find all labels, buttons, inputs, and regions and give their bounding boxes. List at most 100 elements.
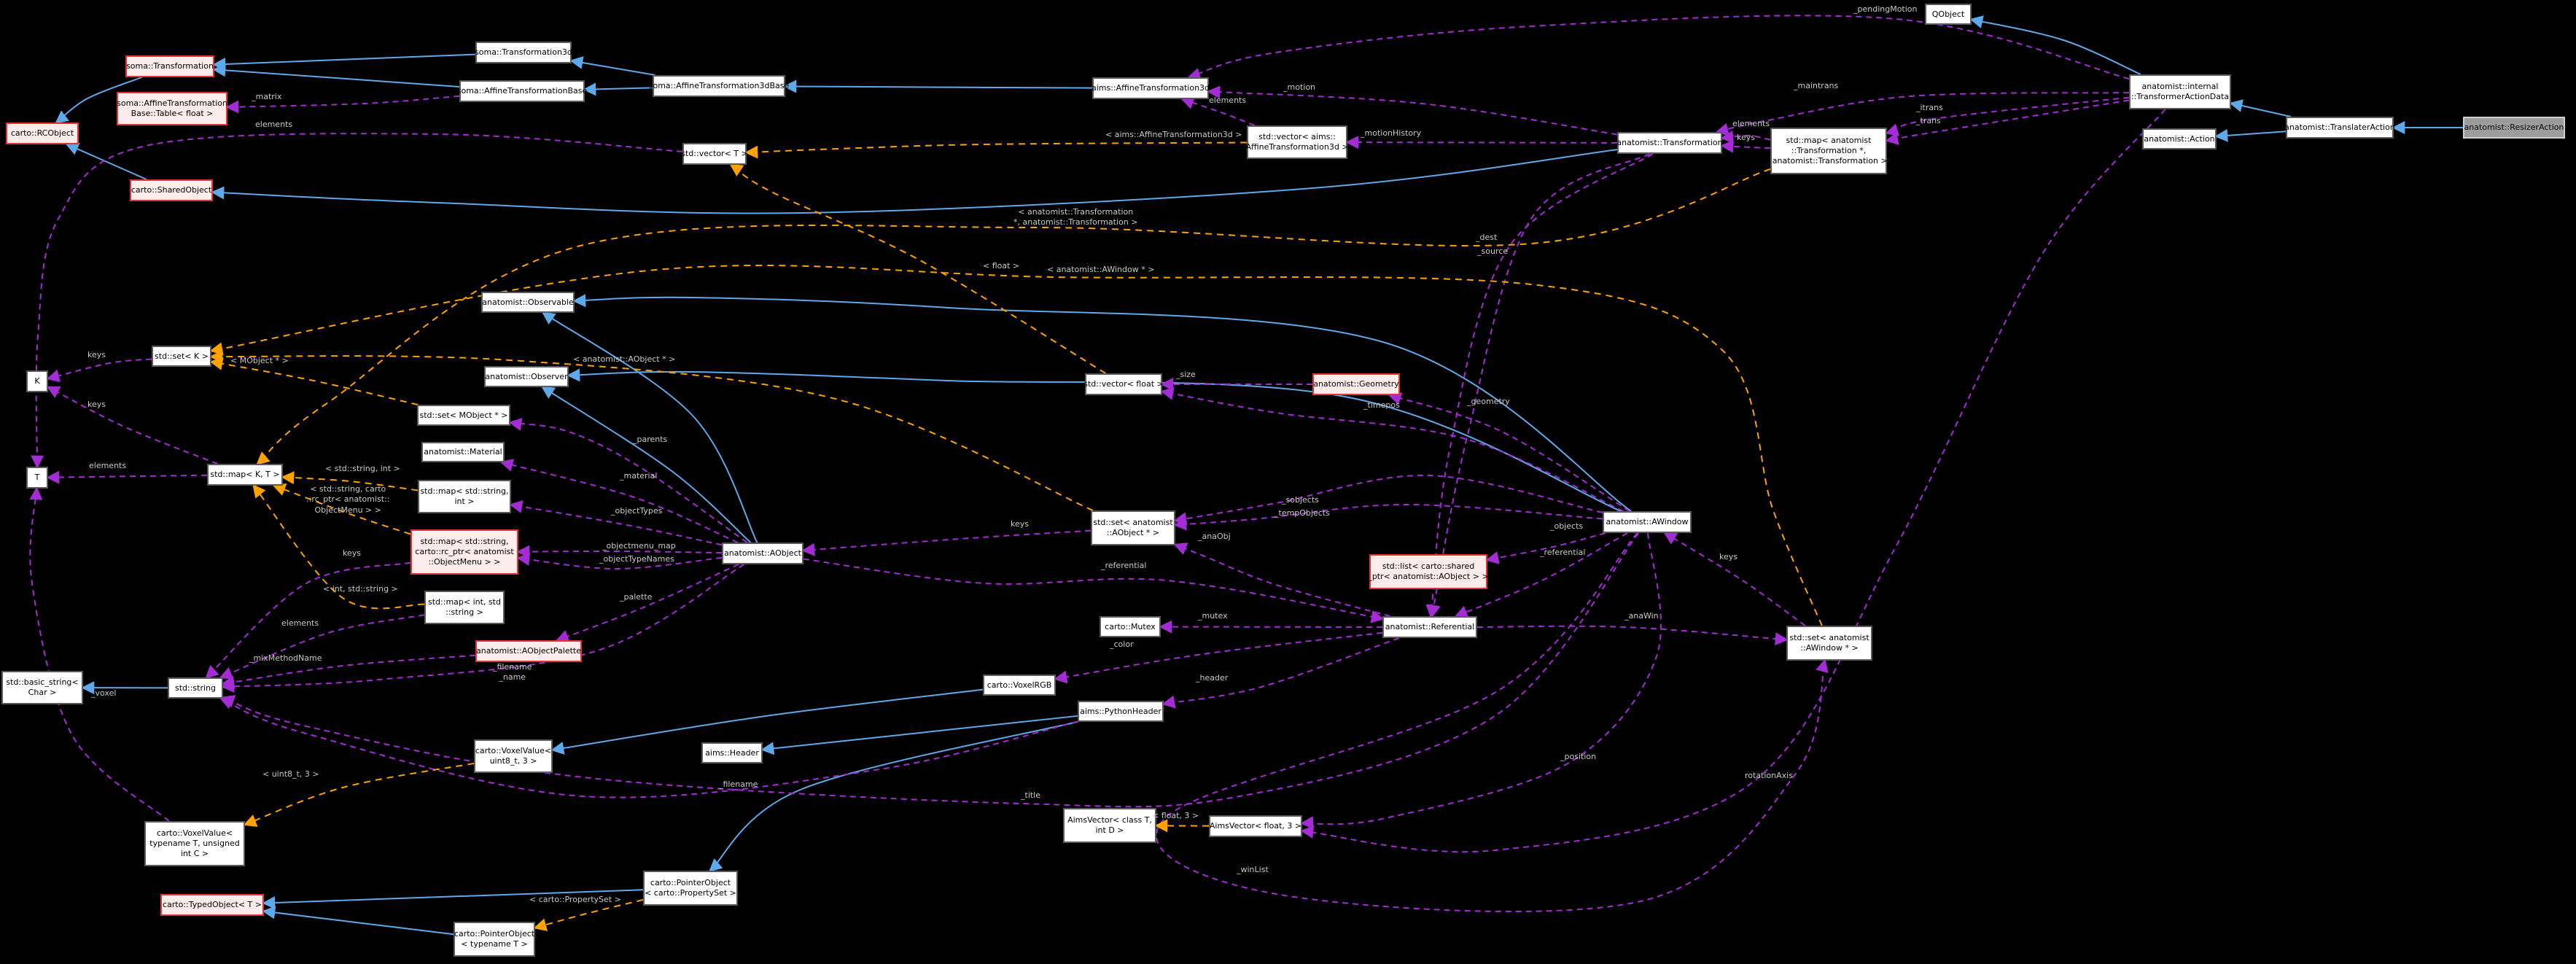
edge-aw-geo [1388, 392, 1630, 512]
edge-ph-str [219, 696, 1078, 798]
edge-label-tad-tra: _maintrans [1794, 81, 1839, 90]
edge-sk-k [46, 358, 152, 383]
edge-label-aw-ref: _referential [1540, 548, 1586, 557]
class-node-mat[interactable]: anatomist::Material [421, 442, 505, 462]
class-node-aims3d[interactable]: aims::AffineTransformation3d [1091, 77, 1210, 99]
class-node-label: anatomist::AObjectPalette [476, 646, 581, 656]
class-node-sho[interactable]: carto::SharedObject [130, 179, 213, 201]
class-node-geo[interactable]: anatomist::Geometry [1312, 373, 1400, 395]
class-node-tla[interactable]: anatomist::TranslaterAction [2284, 117, 2395, 139]
class-node-vvt[interactable]: carto::VoxelValue< typename T, unsigned … [144, 821, 245, 866]
class-node-qo[interactable]: QObject [1925, 4, 1972, 25]
edge-aw-av3 [1300, 532, 1662, 830]
class-node-t[interactable]: T [26, 467, 48, 489]
class-node-tra[interactable]: anatomist::Transformation [1616, 132, 1723, 154]
class-node-av3[interactable]: AimsVector< float, 3 > [1209, 815, 1302, 837]
class-node-sk[interactable]: std::set< K > [152, 346, 211, 367]
edge-pal-str [221, 654, 476, 689]
class-node-msm[interactable]: std::map< std::string, carto::rc_ptr< an… [410, 529, 518, 575]
edge-label-ao-msm: _objectTypeNames [599, 554, 674, 564]
class-node-label: soma::AffineTransformationBase [456, 86, 588, 96]
class-node-sao[interactable]: std::set< anatomist ::AObject * > [1091, 510, 1175, 545]
edge-label-atb-tbl: _matrix [252, 92, 282, 101]
edge-label-msm-mkt: < std::string, carto ::rc_ptr< anatomist… [306, 484, 390, 515]
class-node-rc[interactable]: carto::RCObject [6, 123, 79, 144]
class-node-avd[interactable]: AimsVector< class T, int D > [1063, 808, 1156, 843]
class-node-label: std::map< K, T > [210, 470, 280, 480]
class-node-ao[interactable]: anatomist::AObject [722, 543, 803, 564]
class-node-rgb[interactable]: carto::VoxelRGB [983, 675, 1056, 696]
class-node-msi[interactable]: std::map< std::string, int > [418, 480, 511, 513]
class-node-act[interactable]: anatomist::Action [2142, 128, 2217, 149]
class-node-rza[interactable]: anatomist::ResizerAction [2463, 117, 2565, 139]
edge-label-ao-mat: _material [620, 471, 658, 481]
edge-label-mtr-mkt: < anatomist::Transformation *, anatomist… [1013, 207, 1138, 228]
class-node-label: aims::AffineTransformation3d [1091, 83, 1210, 93]
class-node-obsr[interactable]: anatomist::Observer [484, 366, 569, 387]
class-node-label: anatomist::Referential [1385, 622, 1475, 632]
class-node-lst[interactable]: std::list< carto::shared _ptr< anatomist… [1368, 554, 1489, 589]
edge-label-aw-str: _title [1021, 790, 1041, 800]
edge-label-aw-av3: _position [1560, 752, 1597, 761]
class-node-ph[interactable]: aims::PythonHeader [1078, 701, 1164, 722]
edge-mkt-t [46, 470, 208, 484]
class-node-aw[interactable]: anatomist::AWindow [1603, 511, 1692, 533]
class-node-mis[interactable]: std::map< int, std ::string > [424, 591, 505, 624]
edge-aw-obs [572, 294, 1632, 512]
class-node-mtr[interactable]: std::map< anatomist ::Transformation *, … [1770, 128, 1888, 174]
class-node-vt[interactable]: std::vector< T > [681, 143, 748, 165]
edge-label-msi-mkt: < std::string, int > [325, 464, 400, 473]
edge-label-tad-mtr: _trans [1916, 116, 1941, 125]
edge-label-aw-lst: _objects [1550, 521, 1584, 531]
class-node-obs[interactable]: anatomist::Observable [481, 292, 575, 313]
class-node-mux[interactable]: carto::Mutex [1100, 616, 1161, 637]
class-node-label: aims::Header [705, 747, 759, 758]
edge-mkt-k [46, 386, 218, 464]
class-node-pal[interactable]: anatomist::AObjectPalette [475, 640, 582, 662]
edge-msm-mkt [272, 483, 411, 535]
class-node-atb[interactable]: soma::AffineTransformationBase [456, 80, 588, 102]
edge-ao-msm [516, 552, 723, 570]
class-node-label: std::set< K > [155, 351, 209, 361]
class-node-bstr[interactable]: std::basic_string< Char > [1, 671, 83, 704]
edge-atb-st [212, 63, 460, 88]
class-node-a3db[interactable]: soma::AffineTransformation3dBase [649, 75, 789, 97]
class-node-mkt[interactable]: std::map< K, T > [207, 464, 283, 486]
class-node-t3d[interactable]: soma::Transformation3d [475, 42, 572, 63]
edge-ao-msi [509, 500, 723, 546]
class-node-vv8[interactable]: carto::VoxelValue< uint8_t, 3 > [474, 739, 553, 773]
edge-label-va-vt: < aims::AffineTransformation3d > [1105, 130, 1242, 139]
class-node-label: carto::VoxelValue< typename T, unsigned … [149, 828, 240, 858]
edge-vv8-vvt [243, 762, 475, 827]
edge-tra-ref [1425, 153, 1654, 618]
class-node-label: anatomist::Observer [485, 371, 568, 381]
edge-label-mtr-tra: elements [1732, 119, 1770, 128]
class-node-label: aims::PythonHeader [1080, 706, 1161, 716]
class-node-pt[interactable]: carto::PointerObject < typename T > [454, 922, 535, 957]
class-node-label: AimsVector< float, 3 > [1209, 821, 1302, 831]
edge-label-vt-t: elements [255, 120, 293, 129]
edge-label-ref-saw: _anaWin [1624, 611, 1659, 621]
class-node-tad[interactable]: anatomist::internal ::TransformerActionD… [2129, 74, 2231, 109]
class-node-str[interactable]: std::string [168, 677, 223, 699]
class-node-to[interactable]: carto::TypedObject< T > [160, 894, 264, 916]
class-node-label: carto::VoxelValue< uint8_t, 3 > [475, 746, 552, 766]
class-node-ref[interactable]: anatomist::Referential [1382, 616, 1477, 638]
class-node-pps[interactable]: carto::PointerObject < carto::PropertySe… [643, 871, 738, 906]
class-node-saw[interactable]: std::set< anatomist ::AWindow * > [1786, 626, 1872, 661]
class-node-k[interactable]: K [26, 370, 48, 392]
edge-label-ph-str: _filename [719, 780, 758, 789]
class-node-smo[interactable]: std::set< MObject * > [417, 405, 510, 426]
edge-aw-obsr [567, 368, 1622, 512]
edge-pps-to [262, 889, 644, 909]
class-node-st[interactable]: soma::Transformation [125, 55, 214, 77]
edge-mtr-tra [1720, 139, 1771, 153]
edge-label-tra-ref: _dest [1476, 233, 1498, 242]
edge-tra-ref [1428, 153, 1651, 618]
class-node-label: std::map< std::string, carto::rc_ptr< an… [415, 537, 514, 567]
class-node-va[interactable]: std::vector< aims:: AffineTransformation… [1245, 125, 1349, 159]
class-node-hdr[interactable]: aims::Header [701, 742, 763, 763]
class-node-tbl[interactable]: soma::AffineTransformation Base::Table< … [117, 92, 227, 125]
class-node-vf[interactable]: std::vector< float > [1083, 373, 1164, 395]
class-node-label: anatomist::Geometry [1313, 379, 1399, 389]
